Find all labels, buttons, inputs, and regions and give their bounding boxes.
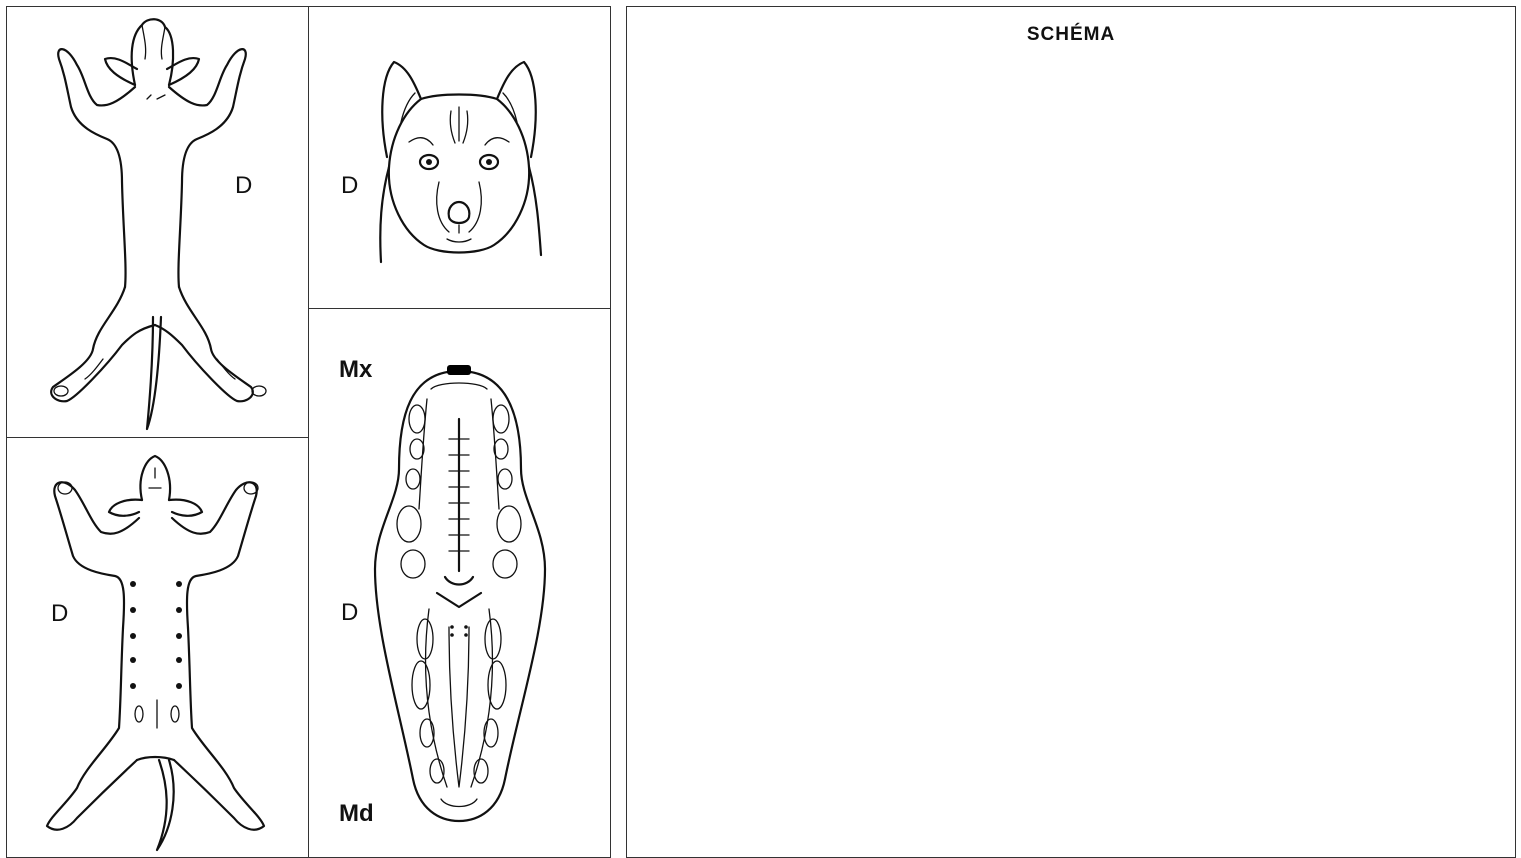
maxilla-label: Mx: [339, 356, 372, 384]
mouth-side-label: D: [341, 599, 358, 627]
dog-dorsal-panel: D: [6, 6, 309, 439]
dog-ventral-panel: D: [6, 437, 309, 858]
oral-cavity-panel: Mx D Md: [308, 308, 611, 858]
oral-cavity-drawing: [309, 309, 611, 858]
mandible-label: Md: [339, 800, 374, 828]
dog-head-drawing: [309, 7, 611, 310]
dog-ventral-drawing: [7, 438, 309, 858]
ventral-side-label: D: [51, 600, 68, 628]
schema-title: SCHÉMA: [627, 24, 1515, 46]
dog-head-panel: D: [308, 6, 611, 310]
schema-panel[interactable]: SCHÉMA: [626, 6, 1516, 858]
head-side-label: D: [341, 172, 358, 200]
dog-dorsal-drawing: [7, 7, 309, 439]
dorsal-side-label: D: [235, 172, 252, 200]
